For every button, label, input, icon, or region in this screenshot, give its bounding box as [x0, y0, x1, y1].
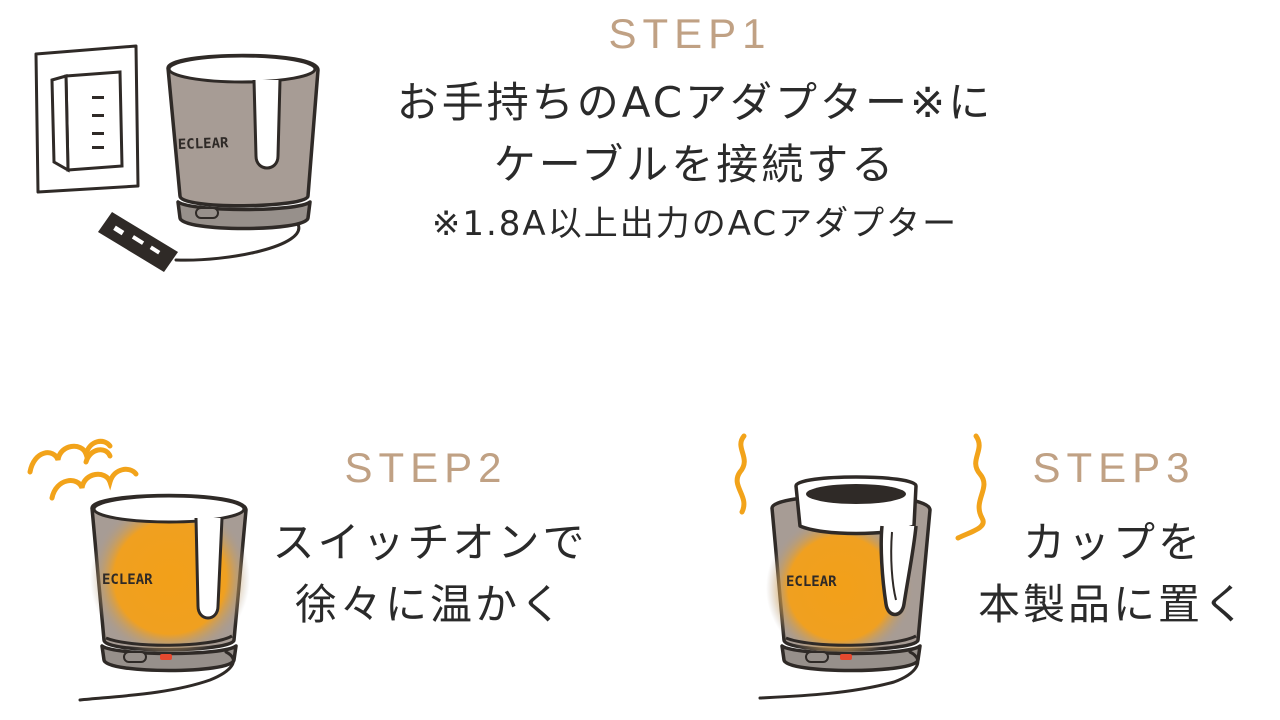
brand-logo: ECLEAR — [786, 574, 837, 590]
step1-illustration: ECLEAR — [34, 44, 320, 272]
step3-instruction: カップを 本製品に置く — [950, 512, 1276, 636]
heat-wave-icon — [27, 438, 139, 501]
step3-line-1: カップを — [1022, 518, 1203, 567]
step1-note: ※1.8A以上出力のACアダプター — [431, 204, 959, 244]
step1-line-2: ケーブルを接続する — [493, 140, 897, 189]
step3-illustration: ECLEAR — [734, 433, 987, 700]
step2-label: STEP2 — [344, 444, 508, 491]
mug-icon — [794, 475, 918, 617]
step1-instruction: お手持ちのACアダプター※に ケーブルを接続する ※1.8A以上出力のACアダプ… — [330, 72, 1060, 252]
power-indicator — [840, 654, 852, 660]
step2-line-1: スイッチオンで — [272, 518, 588, 567]
cup-holder-icon: ECLEAR — [166, 53, 320, 231]
wall-outlet-icon — [34, 44, 140, 194]
steam-icon — [734, 433, 987, 541]
cup-holder-icon: ECLEAR — [90, 493, 250, 673]
brand-logo: ECLEAR — [178, 135, 230, 153]
step2-instruction: スイッチオンで 徐々に温かく — [262, 512, 598, 636]
power-indicator — [160, 654, 172, 660]
usb-plug-icon — [98, 212, 178, 272]
step3-line-2: 本製品に置く — [977, 580, 1248, 629]
brand-logo: ECLEAR — [102, 572, 153, 588]
step2-illustration: ECLEAR — [27, 438, 250, 702]
step1-line-1: お手持ちのACアダプター※に — [396, 78, 994, 127]
step1-label: STEP1 — [608, 10, 772, 57]
step2-line-2: 徐々に温かく — [294, 580, 565, 629]
step3-label: STEP3 — [1032, 444, 1196, 491]
